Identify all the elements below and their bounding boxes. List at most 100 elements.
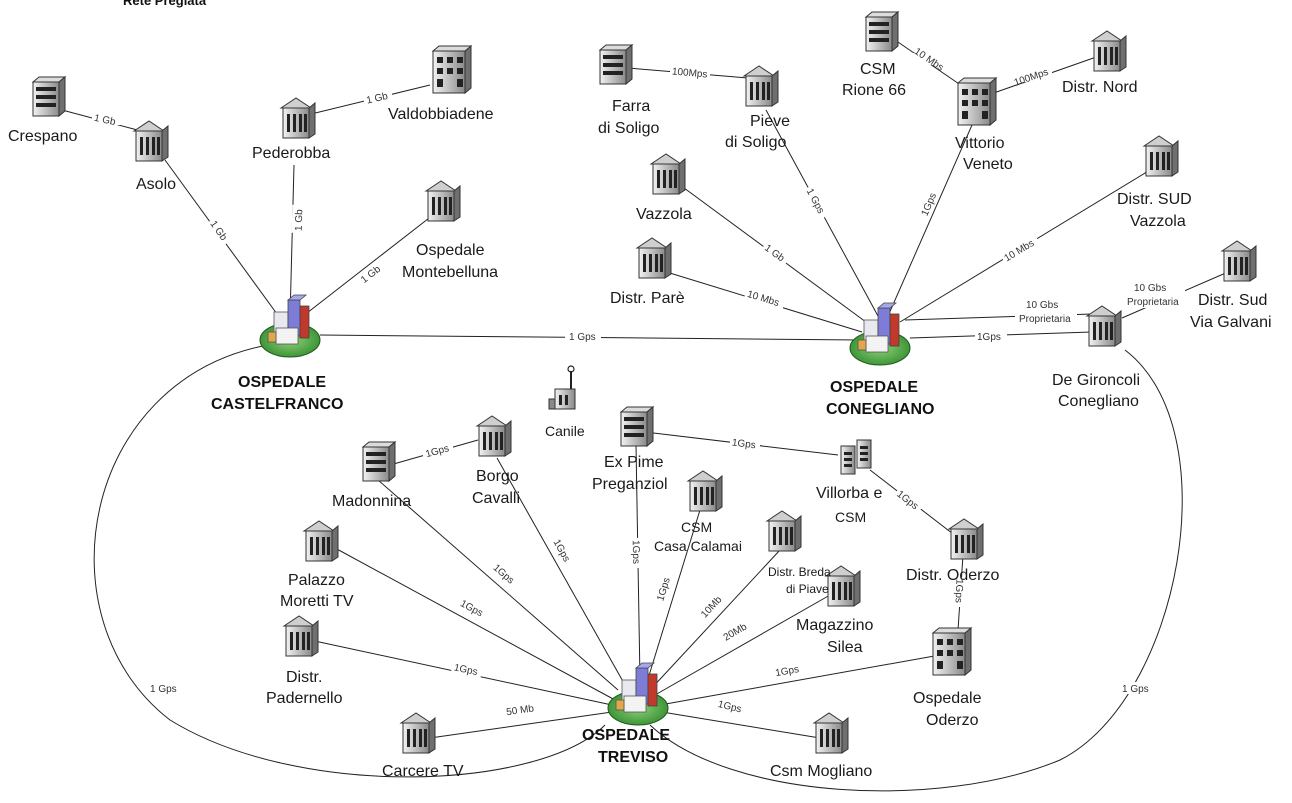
pieve-building-icon[interactable]: [743, 65, 779, 107]
node-label-distr-breda-2: di Piave: [786, 582, 829, 596]
hospital-label-castelfranco-2: CASTELFRANCO: [211, 396, 343, 413]
node-label-canile: Canile: [545, 423, 585, 439]
carcere-server-icon[interactable]: [400, 712, 436, 754]
villorba-pair-icon[interactable]: [840, 439, 872, 475]
label-vittorio-conegliano: 1Gps: [920, 191, 939, 217]
hospital-label-treviso-2: TREVISO: [598, 749, 668, 766]
magazzino-silea-server-icon[interactable]: [825, 565, 861, 607]
node-label-vittorio-2: Veneto: [963, 156, 1013, 173]
link-ospedale-oderzo-treviso: [659, 654, 941, 706]
link-madonnina-treviso: [377, 479, 619, 691]
distr-breda-server-icon[interactable]: [766, 510, 802, 552]
node-label-farra-2: di Soligo: [598, 120, 659, 137]
montebelluna-building-icon[interactable]: [425, 180, 461, 222]
node-label-asolo: Asolo: [136, 176, 176, 193]
label-distr-sud-vazzola-conegliano: 10 Mbs: [1003, 238, 1037, 264]
distr-pare-server-icon[interactable]: [636, 237, 672, 279]
node-label-crespano: Crespano: [8, 128, 77, 145]
pederobba-building-icon[interactable]: [280, 97, 316, 139]
node-label-distr-sud-vazzola-1: Distr. SUD: [1117, 191, 1192, 208]
node-label-palazzo-moretti-2: Moretti TV: [280, 593, 354, 610]
distr-sud-galvani-server-icon[interactable]: [1221, 240, 1257, 282]
label-degironcoli-galvani-2: Proprietaria: [1127, 297, 1179, 308]
diagram-title: Rete Pregiata: [123, 0, 207, 8]
canile-antenna-icon[interactable]: [548, 365, 576, 410]
label-expime-treviso: 1Gps: [630, 540, 641, 564]
farra-server-icon[interactable]: [599, 44, 633, 85]
asolo-building-icon[interactable]: [133, 120, 169, 162]
treviso-hospital-icon[interactable]: [607, 662, 669, 726]
label-degironcoli-galvani-1: 10 Gbs: [1134, 283, 1166, 294]
label-pederobba-valdobbiadene: 1 Gb: [365, 91, 389, 107]
label-expime-villorba: 1Gps: [731, 437, 756, 451]
node-label-magazzino-silea-1: Magazzino: [796, 617, 873, 634]
node-label-palazzo-moretti-1: Palazzo: [288, 572, 345, 589]
ospedale-oderzo-tower-icon[interactable]: [932, 627, 972, 676]
node-label-csm-mogliano: Csm Mogliano: [770, 763, 872, 780]
node-label-vittorio-1: Vittorio: [955, 135, 1005, 152]
label-loop-left: 1 Gps: [150, 684, 177, 695]
label-oderzo-ospedale-oderzo: 1Gps: [953, 579, 965, 603]
node-label-distr-nord: Distr. Nord: [1062, 79, 1138, 96]
conegliano-hospital-icon[interactable]: [849, 302, 911, 366]
node-label-csm-calamai-2: Casa Calamai: [654, 538, 742, 554]
label-crespano-asolo: 1 Gb: [93, 113, 117, 128]
node-label-magazzino-silea-2: Silea: [827, 639, 863, 656]
hospital-label-conegliano-1: OSPEDALE: [830, 379, 918, 396]
ex-pime-server-icon[interactable]: [620, 406, 654, 447]
madonnina-server-icon[interactable]: [362, 441, 396, 482]
distr-oderzo-server-icon[interactable]: [948, 518, 984, 560]
vittorio-tower-icon[interactable]: [957, 77, 997, 126]
node-label-ospedale-oderzo-1: Ospedale: [913, 690, 982, 707]
borgo-cavalli-building-icon[interactable]: [476, 415, 512, 457]
csm-rione-server-icon[interactable]: [865, 11, 899, 52]
label-conegliano-degironcoli-prop-1: 10 Gbs: [1026, 300, 1058, 311]
distr-sud-vazzola-server-icon[interactable]: [1143, 135, 1179, 177]
de-gironcoli-tower-icon[interactable]: [1086, 305, 1122, 347]
label-pederobba-castelfranco: 1 Gb: [294, 209, 306, 231]
distr-padernello-server-icon[interactable]: [283, 615, 319, 657]
node-label-villorba-2: CSM: [835, 509, 866, 525]
hospital-label-castelfranco-1: OSPEDALE: [238, 374, 326, 391]
node-label-ex-pime-1: Ex Pime: [604, 454, 664, 471]
label-padernello-treviso: 1Gps: [453, 662, 479, 678]
hospital-label-treviso-1: OSPEDALE: [582, 727, 670, 744]
node-label-valdobbiadene: Valdobbiadene: [388, 106, 494, 123]
node-label-borgo-cavalli-2: Cavalli: [472, 490, 520, 507]
link-breda-treviso: [649, 549, 781, 691]
castelfranco-hospital-icon[interactable]: [259, 294, 321, 358]
vazzola-server-icon[interactable]: [650, 153, 686, 195]
node-label-montebelluna-1: Ospedale: [416, 242, 485, 259]
node-label-pederobba: Pederobba: [252, 145, 330, 162]
node-label-de-gironcoli-2: Conegliano: [1058, 393, 1139, 410]
hospital-label-conegliano-2: CONEGLIANO: [826, 401, 934, 418]
label-loop-right: 1 Gps: [1122, 684, 1149, 695]
label-conegliano-degironcoli: 1Gps: [977, 332, 1001, 343]
node-label-pieve-2: di Soligo: [725, 134, 786, 151]
node-label-carcere: Carcere TV: [382, 763, 464, 780]
link-carcere-treviso: [429, 711, 613, 739]
node-label-farra-1: Farra: [612, 98, 650, 115]
link-magazzino-treviso: [654, 594, 831, 696]
crespano-server-icon[interactable]: [32, 76, 66, 117]
node-label-distr-padernello-2: Padernello: [266, 690, 343, 707]
node-label-borgo-cavalli-1: Borgo: [476, 468, 519, 485]
node-label-distr-oderzo: Distr. Oderzo: [906, 567, 999, 584]
distr-nord-server-icon[interactable]: [1091, 30, 1127, 72]
csm-mogliano-server-icon[interactable]: [813, 712, 849, 754]
link-vittorio-conegliano: [887, 124, 973, 317]
node-label-ospedale-oderzo-2: Oderzo: [926, 712, 979, 729]
palazzo-moretti-building-icon[interactable]: [303, 520, 339, 562]
label-castelfranco-conegliano: 1 Gps: [569, 332, 596, 343]
link-loop-right: [649, 349, 1183, 792]
node-label-pieve-1: Pieve: [750, 113, 790, 130]
csm-calamai-server-icon[interactable]: [687, 470, 723, 512]
link-loop-left: [93, 344, 606, 778]
link-palazzo-treviso: [334, 547, 616, 701]
node-label-csm-rione-1: CSM: [860, 61, 896, 78]
valdobbiadene-tower-icon[interactable]: [432, 45, 472, 94]
label-carcere-treviso: 50 Mb: [506, 703, 535, 718]
node-label-de-gironcoli-1: De Gironcoli: [1052, 372, 1140, 389]
node-label-villorba-1: Villorba e: [816, 485, 883, 502]
node-label-vazzola: Vazzola: [636, 206, 692, 223]
